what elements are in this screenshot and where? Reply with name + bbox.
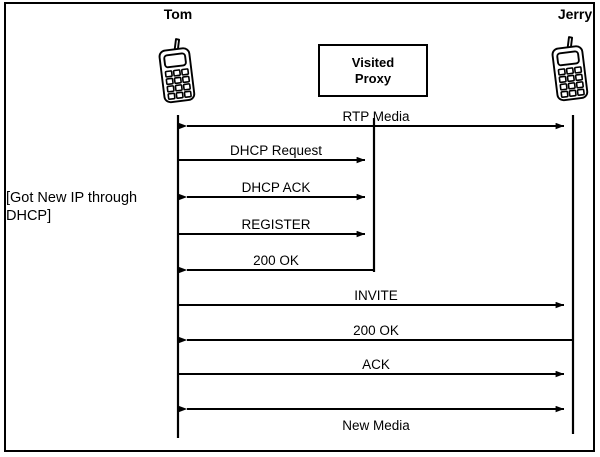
proxy-box-visited-proxy: Visited Proxy <box>318 44 428 97</box>
message-label-new-media: New Media <box>342 418 410 433</box>
actor-jerry-name: Jerry <box>557 6 593 22</box>
message-label-invite: INVITE <box>354 288 398 303</box>
actor-label-tom: Tom <box>138 6 218 22</box>
message-label-dhcp-ack: DHCP ACK <box>241 180 311 195</box>
message-label-200-ok-from-jerry: 200 OK <box>353 323 399 338</box>
actor-label-jerry: Jerry <box>535 6 600 22</box>
proxy-label-line2: Proxy <box>354 70 392 86</box>
actor-tom-name: Tom <box>163 6 193 22</box>
diagram-frame-border <box>4 2 595 452</box>
message-label-dhcp-request: DHCP Request <box>229 143 323 158</box>
proxy-label-line1: Visited <box>351 54 395 70</box>
mobile-phone-icon-tom <box>150 36 208 108</box>
message-label-rtp-media: RTP Media <box>342 109 410 124</box>
message-label-ack: ACK <box>362 357 390 372</box>
message-label-register: REGISTER <box>241 217 311 232</box>
message-label-200-ok-from-proxy: 200 OK <box>253 253 299 268</box>
mobile-phone-icon-jerry <box>546 34 598 106</box>
note-got-new-ip-through-dhcp: [Got New IP through DHCP] <box>6 190 138 224</box>
